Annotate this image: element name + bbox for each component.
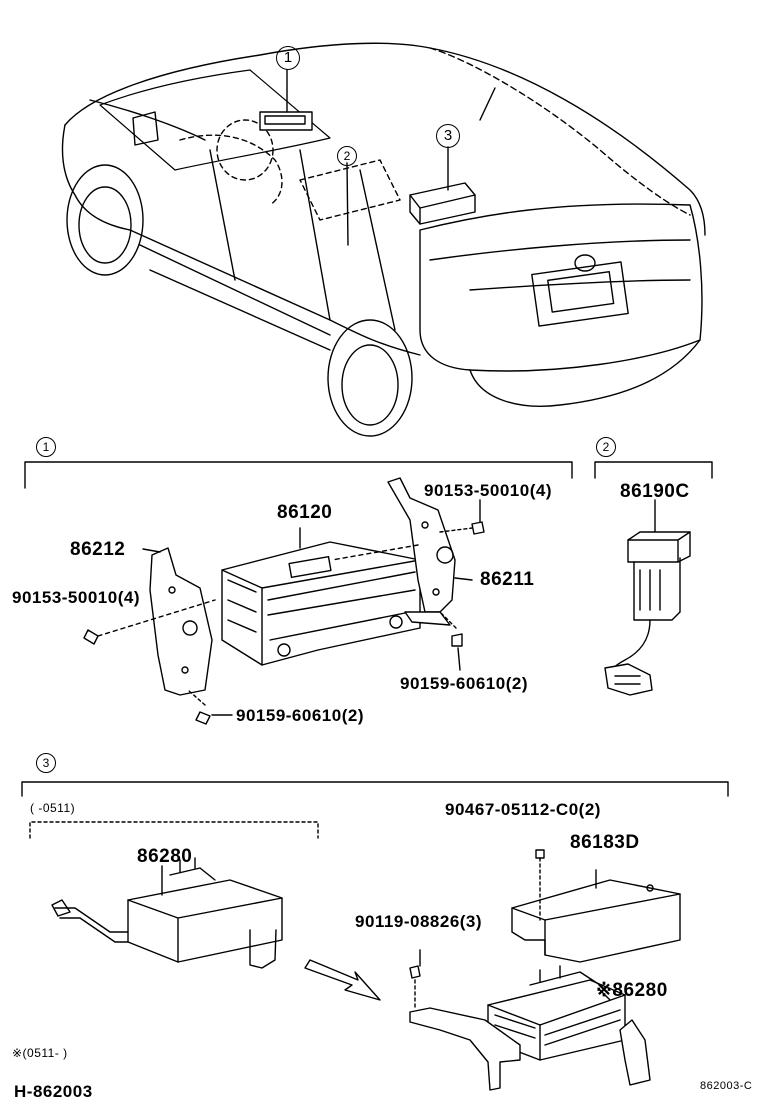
part-86212-label: 86212 [70, 539, 126, 560]
date-range-note: ( -0511) [30, 801, 76, 815]
footnote: ※(0511- ) [12, 1046, 68, 1060]
screw-90153-right-label: 90153-50010(4) [424, 481, 552, 500]
part-86211-label: 86211 [480, 569, 535, 590]
section1-drawing [24, 461, 573, 725]
bolt-90467-label: 90467-05112-C0(2) [445, 800, 601, 819]
screw-90153-left-label: 90153-50010(4) [12, 588, 140, 607]
reference-code: 862003-C [700, 1080, 753, 1092]
section1-marker: 1 [36, 437, 56, 457]
diagram-id: H-862003 [14, 1082, 93, 1101]
section2-drawing [594, 461, 713, 696]
callout-3: 3 [436, 124, 460, 148]
part-86280-right-label: ※86280 [596, 980, 668, 1001]
screw-90159-right-label: 90159-60610(2) [400, 674, 528, 693]
part-86183d-label: 86183D [570, 832, 640, 853]
section3-drawing [21, 781, 729, 1091]
callout-1: 1 [276, 46, 300, 70]
callout-2: 2 [337, 146, 357, 166]
part-86280-left-label: 86280 [137, 846, 193, 867]
bolt-90119-label: 90119-08826(3) [355, 912, 483, 931]
car-illustration [61, 42, 706, 437]
screw-90159-left-label: 90159-60610(2) [236, 706, 364, 725]
section3-marker: 3 [36, 753, 56, 773]
section2-marker: 2 [596, 437, 616, 457]
part-86120-label: 86120 [277, 502, 333, 523]
part-86190c-label: 86190C [620, 481, 690, 502]
